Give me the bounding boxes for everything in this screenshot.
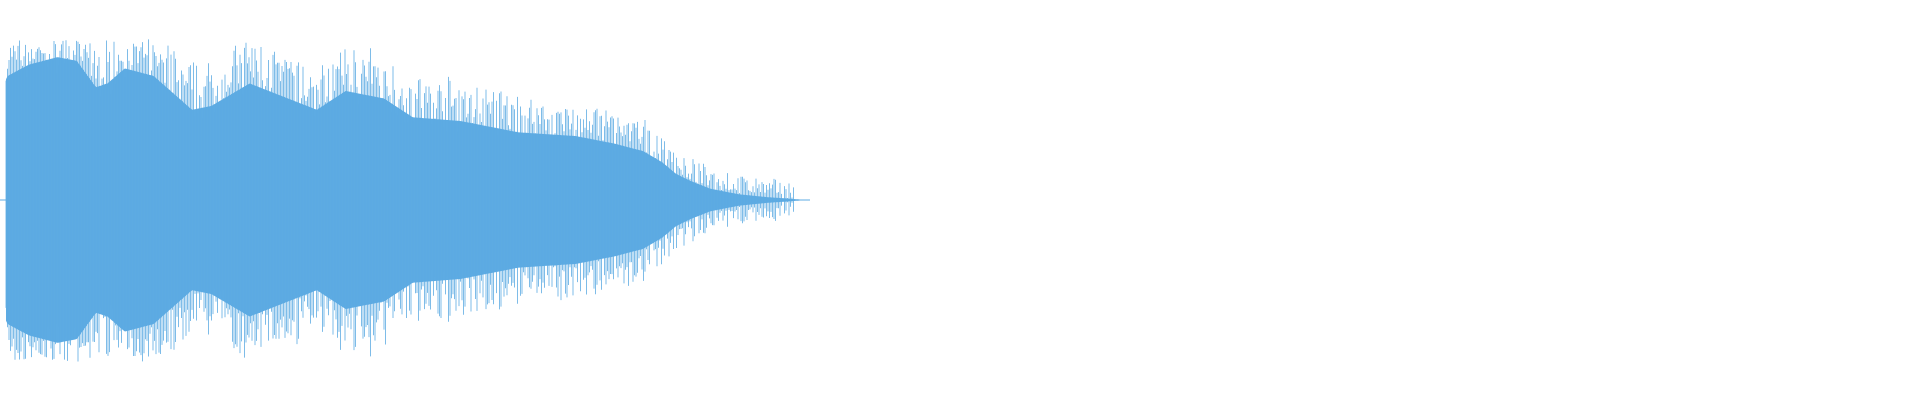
waveform-spikes xyxy=(5,39,794,362)
waveform-body xyxy=(6,57,826,343)
